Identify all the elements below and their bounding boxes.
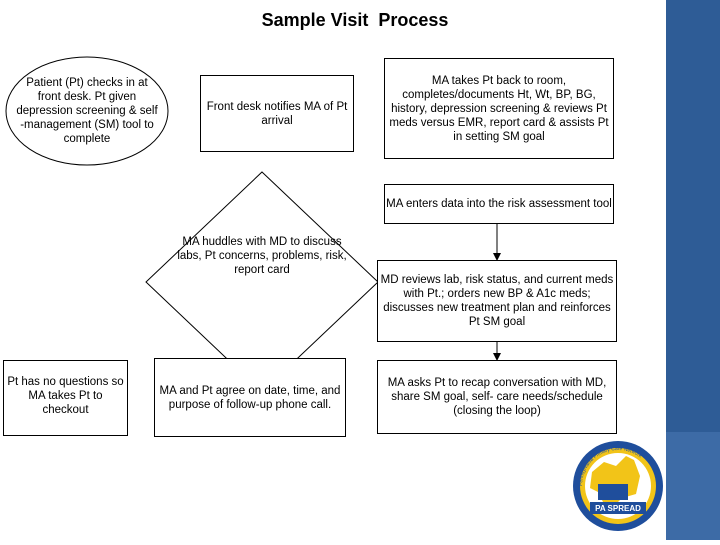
step-no-questions: Pt has no questions so MA takes Pt to ch…: [3, 360, 128, 436]
start-oval: [5, 56, 169, 166]
pa-spread-seal-icon: PA SPREAD Pennsylvania Primary Care Netw…: [573, 441, 663, 531]
step-md-reviews: MD reviews lab, risk status, and current…: [377, 260, 617, 342]
pa-spread-logo: PA SPREAD Pennsylvania Primary Care Netw…: [568, 436, 666, 540]
page-title: Sample Visit Process: [261, 10, 449, 30]
step-huddle: MA huddles with MD to discuss labs, Pt c…: [177, 236, 347, 276]
step-front-desk: Front desk notifies MA of Pt arrival: [200, 75, 354, 152]
step-recap: MA asks Pt to recap conversation with MD…: [377, 360, 617, 434]
step-follow-up: MA and Pt agree on date, time, and purpo…: [154, 358, 346, 437]
step-ma-room: MA takes Pt back to room, completes/docu…: [384, 58, 614, 159]
right-sidebar-lower-band: [666, 432, 720, 540]
step-patient-checkin: Patient (Pt) checks in at front desk. Pt…: [16, 77, 158, 145]
logo-label: PA SPREAD: [595, 504, 641, 513]
step-ma-enters: MA enters data into the risk assessment …: [384, 184, 614, 224]
